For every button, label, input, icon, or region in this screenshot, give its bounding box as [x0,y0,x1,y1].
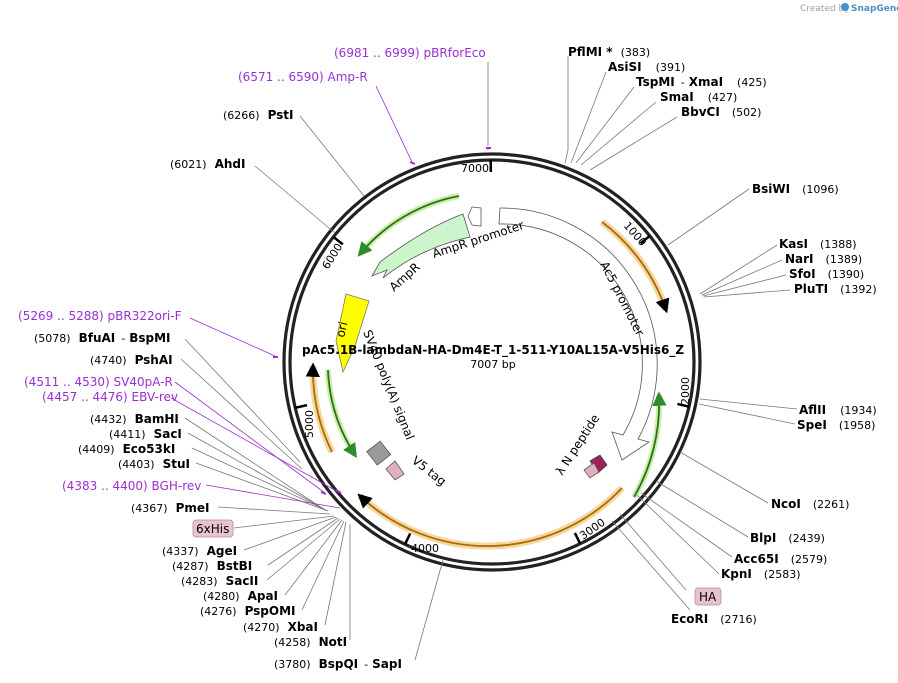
tick-marks [294,159,690,545]
site-pspomi: (4276)PspOMI [200,604,296,618]
backbone-inner [288,158,696,566]
tick-label-6000: 6000 [320,241,346,272]
site-ncoi: NcoI(2261) [771,497,849,511]
label-v5-tag: V5 tag [409,453,449,488]
tick-mark-1000 [639,234,651,245]
site-bbvci: BbvCI(502) [681,105,761,119]
primer-sv40pa-r: (4511 .. 4530) SV40pA-R [24,375,173,389]
site-pflmi: PflMI *(383) [568,45,650,59]
tick-mark-2000 [677,402,690,408]
site-pshai: (4740)PshAI [90,353,173,367]
brand-name: SnapGene [851,4,898,14]
site-kasi: KasI(1388) [779,237,857,251]
tick-label-4000: 4000 [411,542,439,555]
site-ahdi: (6021)AhdI [170,157,245,171]
site-stui: (4403)StuI [118,457,190,471]
primer-marks [273,147,491,495]
site-bspqi-sapi: (3780)BspQI-SapI [274,657,402,671]
feature-ampr [371,213,471,279]
site-bstbi: (4287)BstBI [172,559,252,573]
site-eco53ki: (4409)Eco53kI [78,442,175,456]
label-ori: ori [333,320,350,338]
feature-ori [335,293,370,374]
site-smai: SmaI(427) [660,90,737,104]
site-noti: (4258)NotI [274,635,347,649]
site-aflii: AflII(1934) [799,403,877,417]
feature-sv40-polya [366,440,392,466]
primer-amp-r: (6571 .. 6590) Amp-R [238,70,368,84]
backbone-outer [282,152,702,572]
feature-v5-tag [385,460,405,481]
site-agei: (4337)AgeI [162,544,237,558]
his-box-label: 6xHis [196,522,229,536]
tick-mark-3000 [573,532,582,545]
feature-ac5-promoter [498,207,658,461]
site-sacii: (4283)SacII [181,574,258,588]
primer-pbr322ori-f: (5269 .. 5288) pBR322ori-F [18,309,182,323]
primer-bgh-rev: (4383 .. 4400) BGH-rev [62,479,201,493]
his-box [192,519,234,538]
site-apai: (4280)ApaI [203,589,278,603]
site-blpi: BlpI(2439) [750,531,825,545]
tick-label-5000: 5000 [303,410,316,438]
tick-label-7000: 7000 [461,162,489,175]
site-nari: NarI(1389) [785,252,862,266]
leader-lines [170,56,798,661]
ha-box [694,587,722,606]
site-spei: SpeI(1958) [797,418,875,432]
primer-ebv-rev: (4457 .. 4476) EBV-rev [42,390,178,404]
brand-prefix: Created by [800,4,850,14]
ha-box-label: HA [699,590,717,604]
site-bamhi: (4432)BamHI [90,412,179,426]
site-bfuai-bspmi: (5078)BfuAI-BspMI [34,331,171,345]
site-kpni: KpnI(2583) [721,567,800,581]
site-xbai: (4270)XbaI [243,620,318,634]
tick-mark-6000 [332,235,344,246]
feature-ampr-promoter [467,206,482,227]
primer-pbrforeco: (6981 .. 6999) pBRforEco [334,46,486,60]
site-bsiwi: BsiWI(1096) [752,182,839,196]
site-tspmi-xmai: TspMI-XmaI(425) [636,75,767,89]
snapgene-logo-icon [841,3,849,11]
site-asisi: AsiSI(391) [608,60,685,74]
feature-ha-marker [583,462,600,479]
site-ecori: EcoRI(2716) [671,612,757,626]
green-arc-left [325,369,358,457]
site-sfoi: SfoI(1390) [789,267,864,281]
plasmid-length: 7007 bp [470,358,515,371]
site-saci: (4411)SacI [109,427,182,441]
site-pmei: (4367)PmeI [131,501,209,515]
tick-mark-5000 [294,403,308,410]
site-pluti: PluTI(1392) [794,282,877,296]
site-psti: (6266)PstI [223,108,294,122]
plasmid-name: pAc5.1B-lambdaN-HA-Dm4E-T_1-511-Y10AL15A… [302,343,684,358]
tick-mark-4000 [403,532,412,545]
tick-label-2000: 2000 [679,377,692,405]
site-acc65i: Acc65I(2579) [734,552,827,566]
